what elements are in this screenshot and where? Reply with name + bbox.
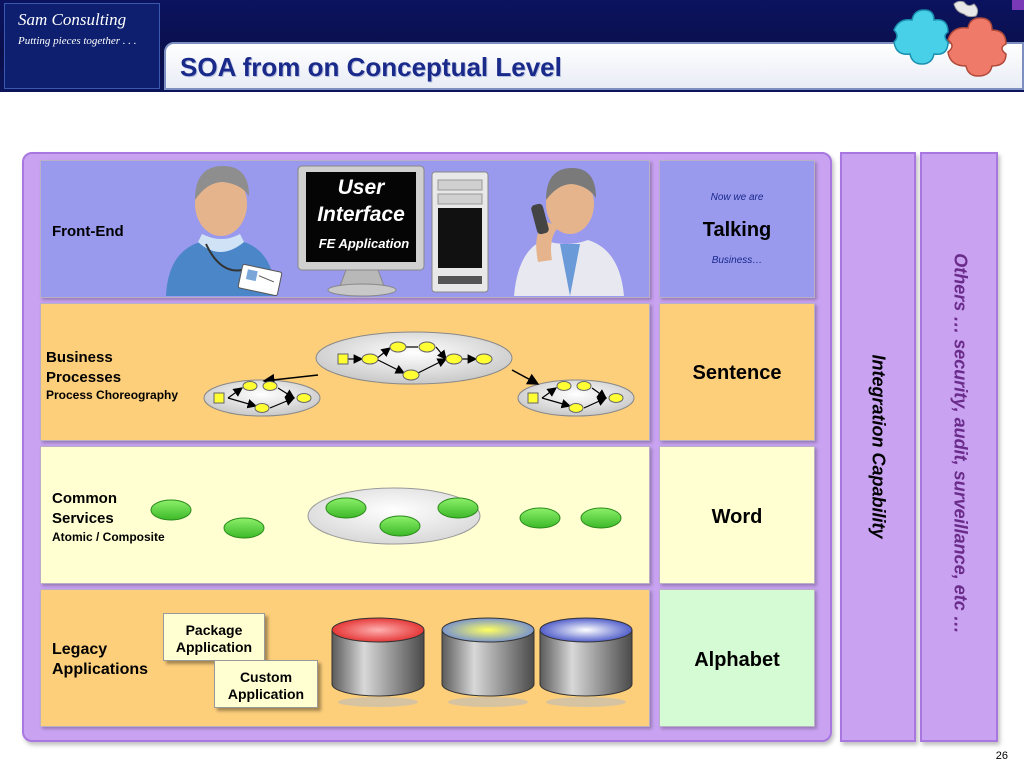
custom-line1: Custom — [239, 669, 293, 685]
others-column — [920, 152, 998, 742]
package-application-box: Package Application — [163, 613, 265, 661]
common-sublabel: Atomic / Composite — [52, 530, 165, 544]
computer-monitor-icon — [297, 165, 425, 297]
business-label-line2: Processes — [46, 369, 122, 386]
word-panel — [659, 446, 815, 584]
sentence-panel — [659, 303, 815, 441]
talking-bottom-text: Business… — [711, 255, 763, 266]
process-choreography-diagram — [203, 331, 635, 417]
business-sublabel: Process Choreography — [46, 388, 179, 402]
legacy-label-line2: Applications — [52, 661, 149, 678]
integration-capability-text: Integration Capability — [868, 354, 889, 539]
page-title: SOA from on Conceptual Level — [180, 52, 562, 82]
business-label-line1: Business — [46, 349, 113, 366]
person-badge-icon — [166, 166, 283, 296]
services-diagram — [150, 487, 622, 545]
talking-top-text: Now we are — [710, 192, 764, 203]
talking-label: Talking — [702, 219, 772, 241]
alphabet-label: Alphabet — [694, 649, 780, 671]
custom-application-box: Custom Application — [214, 660, 318, 708]
legacy-label-line1: Legacy — [52, 641, 108, 658]
title-panel — [164, 42, 1024, 90]
monitor-title-line2: Interface — [317, 203, 405, 226]
monitor-subtitle: FE Application — [318, 236, 410, 251]
page-number: 26 — [995, 750, 1008, 762]
company-name: Sam Consulting — [18, 10, 127, 29]
header-branding — [4, 3, 160, 89]
puzzle-logo-icon — [893, 0, 1024, 77]
package-line2: Application — [175, 639, 253, 655]
common-label: Common Services — [52, 489, 117, 529]
frontend-label: Front-End — [52, 223, 124, 240]
database-icons — [331, 617, 633, 707]
database-icon-1 — [331, 617, 425, 707]
common-label-line2: Services — [52, 510, 114, 527]
company-tagline: Putting pieces together . . . — [18, 35, 137, 47]
package-line1: Package — [185, 622, 243, 638]
custom-line2: Application — [227, 686, 305, 702]
common-label-line1: Common — [52, 490, 117, 507]
business-label: Business Processes — [46, 348, 121, 388]
pc-tower-icon — [431, 171, 489, 293]
database-icon-2 — [441, 617, 535, 707]
person-phone-icon — [514, 168, 624, 296]
sentence-label: Sentence — [692, 362, 782, 384]
database-icon-3 — [539, 617, 633, 707]
others-text: Others … security, audit, surveillance, … — [950, 253, 971, 634]
alphabet-panel — [659, 589, 815, 727]
monitor-title-line1: User — [337, 176, 385, 199]
legacy-label: Legacy Applications — [52, 640, 148, 680]
integration-capability-column — [840, 152, 916, 742]
talking-panel — [659, 160, 815, 298]
word-label: Word — [711, 506, 763, 528]
